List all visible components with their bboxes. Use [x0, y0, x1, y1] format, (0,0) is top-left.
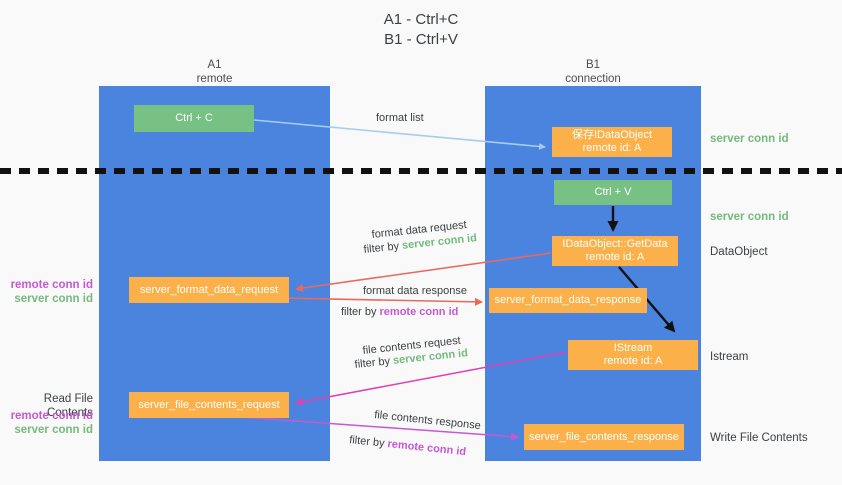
label-conn-ids-file: remote conn id server conn id	[0, 409, 93, 437]
flow-label-format-list: format list	[376, 112, 424, 124]
lane-a1-role: remote	[196, 73, 233, 85]
box-ctrl-v[interactable]: Ctrl + V	[554, 180, 672, 205]
diagram-title: A1 - Ctrl+C B1 - Ctrl+V	[0, 10, 842, 50]
lane-header-a1: A1 remote	[99, 58, 330, 86]
label-remote-conn-id-2: remote conn id	[10, 410, 93, 422]
box-server-file-contents-response-label: server_file_contents_response	[529, 430, 679, 443]
label-server-conn-id-mid: server conn id	[710, 211, 789, 223]
filter-prefix-4: filter by	[348, 433, 389, 450]
box-ctrl-v-label: Ctrl + V	[594, 186, 632, 198]
label-server-conn-id-top: server conn id	[710, 133, 789, 145]
flow-label-file-contents-response-filter: filter by remote conn id	[348, 433, 467, 460]
dashed-divider	[0, 168, 842, 174]
lane-b1-name: B1	[585, 59, 601, 71]
flow-label-format-data-response: format data response	[363, 285, 467, 297]
box-istream-line1: IStream	[613, 342, 653, 354]
title-line-2: B1 - Ctrl+V	[384, 31, 458, 48]
flow-label-format-data-response-filter: filter by remote conn id	[341, 305, 458, 320]
box-server-format-data-response[interactable]: server_format_data_response	[489, 288, 647, 313]
label-dataobject: DataObject	[710, 246, 768, 258]
box-istream[interactable]: IStream remote id: A	[568, 340, 698, 370]
box-server-file-contents-request-label: server_file_contents_request	[138, 398, 280, 411]
box-save-idataobject-line2: remote id: A	[582, 142, 642, 154]
filter-prefix-3: filter by	[354, 354, 394, 371]
box-server-format-data-request-label: server_format_data_request	[139, 283, 279, 296]
label-server-conn-id-1: server conn id	[14, 293, 93, 305]
filter-prefix-2: filter by	[341, 306, 380, 318]
box-save-idataobject-line1: 保存IDataObject	[571, 129, 653, 141]
box-server-file-contents-request[interactable]: server_file_contents_request	[129, 392, 289, 418]
box-getdata-line2: remote id: A	[585, 251, 645, 263]
flow-label-file-contents-response: file contents response	[373, 408, 482, 433]
label-remote-conn-id-1: remote conn id	[10, 279, 93, 291]
label-write-file-contents: Write File Contents	[710, 432, 808, 444]
box-save-idataobject[interactable]: 保存IDataObject remote id: A	[552, 127, 672, 157]
box-ctrl-c-label: Ctrl + C	[175, 112, 213, 124]
filter-prefix-1: filter by	[363, 239, 403, 256]
title-line-1: A1 - Ctrl+C	[383, 11, 459, 28]
label-read-file-contents: Read File Contents	[43, 393, 93, 419]
label-conn-ids-format: remote conn id server conn id	[0, 278, 93, 306]
box-server-format-data-request[interactable]: server_format_data_request	[129, 277, 289, 303]
box-idataobject-getdata[interactable]: IDataObject::GetData remote id: A	[552, 236, 678, 266]
box-server-format-data-response-label: server_format_data_response	[494, 294, 642, 306]
label-istream: Istream	[710, 351, 749, 363]
box-getdata-line1: IDataObject::GetData	[562, 238, 668, 250]
filter-remote-conn-id-1: remote conn id	[379, 306, 459, 318]
box-server-file-contents-response[interactable]: server_file_contents_response	[524, 424, 684, 450]
box-istream-line2: remote id: A	[603, 355, 663, 367]
label-server-conn-id-2: server conn id	[14, 424, 93, 436]
box-ctrl-c[interactable]: Ctrl + C	[134, 105, 254, 132]
lane-a1-name: A1	[207, 59, 222, 71]
lane-header-b1: B1 connection	[485, 58, 701, 86]
lane-b1-role: connection	[565, 73, 621, 85]
filter-remote-conn-id-2: remote conn id	[386, 438, 467, 459]
